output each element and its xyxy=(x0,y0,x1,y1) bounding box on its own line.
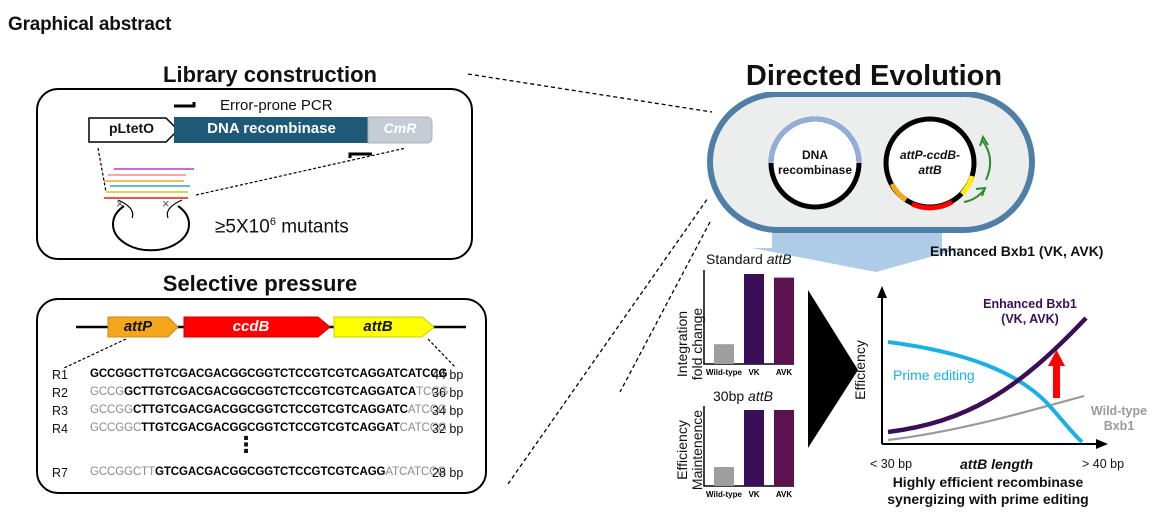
attb-shape xyxy=(333,316,435,338)
cmr-label: CmR xyxy=(383,120,417,136)
enhanced-bxb1-label: Enhanced Bxb1 (VK, AVK) xyxy=(930,243,1104,259)
bar-tick-label: VK xyxy=(748,490,759,499)
error-prone-pcr-label: Error-prone PCR xyxy=(220,97,333,114)
efficiency-curve-diagram xyxy=(877,286,1108,449)
wild-type-curve xyxy=(887,394,1085,442)
sequence-row: R2 GCCGGCTTGTCGACGACGGCGGTCTCCGTCGTCAGGA… xyxy=(52,386,464,400)
top-bar-chart: Wild-type VK AVK xyxy=(703,270,794,377)
enhanced-curve-label: Enhanced Bxb1(VK, AVK) xyxy=(983,297,1077,326)
enhanced-bxb1-curve xyxy=(887,316,1088,435)
forward-primer-icon xyxy=(174,102,196,108)
bar-tick-label: AVK xyxy=(776,490,793,499)
attb-label: attB xyxy=(363,318,393,335)
bar-wild-type xyxy=(714,467,734,486)
bar-avk xyxy=(774,277,794,364)
mutants-label: ≥5X106 mutants xyxy=(215,216,349,238)
sequence-list: R1 GCCGGCTTGTCGACGACGGCGGTCTCCGTCGTCAGGA… xyxy=(52,368,482,488)
bar-vk xyxy=(744,410,764,486)
svg-text:×: × xyxy=(116,196,124,211)
cell-shape xyxy=(707,92,1035,233)
sequence-row: R7 GCCGGCTTGTCGACGACGGCGGTCTCCGTCGTCAGGA… xyxy=(52,466,464,480)
library-diagram: × × xyxy=(88,102,433,252)
reverse-primer-icon xyxy=(348,152,372,158)
prime-editing-curve xyxy=(887,340,1084,444)
sequence-row: R4 GCCGGCTTGTCGACGACGGCGGTCTCCGTCGTCAGGA… xyxy=(52,422,464,436)
plasmid2-label: attP-ccdB-attB xyxy=(899,148,960,177)
x-left-label: < 30 bp xyxy=(870,457,913,471)
recombinase-gene-label: DNA recombinase xyxy=(207,120,336,137)
bar-wild-type xyxy=(714,344,734,364)
ccdb-label: ccdB xyxy=(232,318,270,335)
prime-editing-label: Prime editing xyxy=(893,367,975,383)
output-arrow-icon xyxy=(752,232,962,272)
cmr-shape xyxy=(367,116,433,144)
sequence-row: R3 GCCGGCTTGTCGACGACGGCGGTCTCCGTCGTCAGGA… xyxy=(52,404,464,418)
x-right-label: > 40 bp xyxy=(1082,457,1125,471)
bar-tick-label: Wild-type xyxy=(706,490,742,499)
bar-avk xyxy=(774,410,794,486)
promoter-shape xyxy=(88,117,180,143)
promoter-label: pLtetO xyxy=(108,120,155,136)
directed-evolution-title: Directed Evolution xyxy=(745,60,1003,92)
library-title: Library construction xyxy=(163,62,377,87)
recombinase-gene-shape xyxy=(174,117,369,143)
sequence-row: R1 GCCGGCTTGTCGACGACGGCGGTCTCCGTCGTCAGGA… xyxy=(52,368,464,382)
bar-vk xyxy=(744,274,764,364)
directed-evolution-diagram xyxy=(707,92,1035,272)
selective-diagram xyxy=(63,316,466,369)
page-title: Graphical abstract xyxy=(8,14,172,35)
attp-shape xyxy=(107,316,179,338)
result-arrow-icon xyxy=(808,290,858,448)
curve-ylabel: Efficiency xyxy=(852,340,868,400)
bar-axis xyxy=(703,270,794,365)
ccdb-shape xyxy=(183,316,331,338)
top-chart-title: Standard attB xyxy=(706,251,792,267)
bar-tick-label: VK xyxy=(748,368,759,377)
attp-label: attP xyxy=(123,318,153,335)
curve-xlabel: attB length xyxy=(960,456,1034,472)
bottom-bar-chart: Wild-type VK AVK xyxy=(703,406,794,499)
svg-text:×: × xyxy=(162,196,170,211)
bottom-chart-title: 30bp attB xyxy=(713,388,773,404)
ellipsis-icon: ⋮ xyxy=(235,432,257,457)
bar-tick-label: AVK xyxy=(776,368,793,377)
bar-axis xyxy=(703,406,794,487)
selective-title: Selective pressure xyxy=(162,271,358,296)
vector-plasmid-shape xyxy=(112,205,190,252)
bar-tick-label: Wild-type xyxy=(706,368,742,377)
improvement-arrow-icon xyxy=(1048,350,1065,366)
